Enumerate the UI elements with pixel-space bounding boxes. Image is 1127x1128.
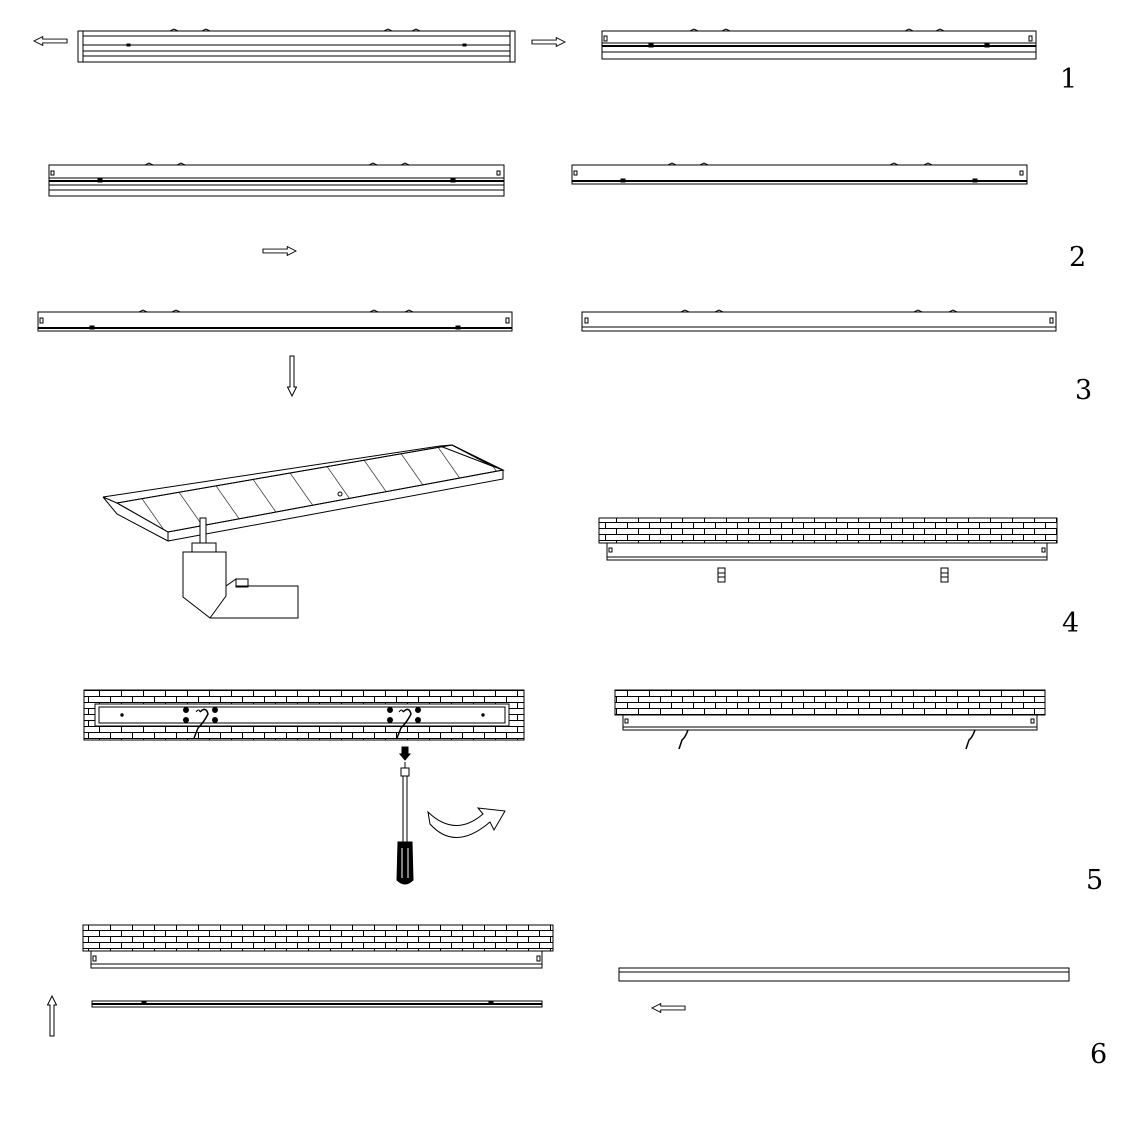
step2-left-fixture (48, 162, 505, 256)
arrow-left-icon (33, 36, 68, 46)
arrow-down-icon (287, 355, 297, 397)
step-label-2: 2 (1069, 242, 1087, 273)
screw-icon (183, 707, 421, 723)
step-label-5: 5 (1086, 865, 1104, 896)
arrow-right-icon (531, 37, 566, 47)
anchor-icon (717, 567, 726, 583)
drill-icon (182, 517, 299, 619)
cable-icon (193, 708, 412, 739)
screwdriver-icon (396, 746, 414, 885)
arrow-up-icon (47, 995, 57, 1037)
arrow-left-icon (651, 1003, 686, 1013)
step4-wall (598, 517, 1058, 583)
step-label-3: 3 (1075, 375, 1093, 406)
ceiling-beam (102, 444, 505, 542)
step3-right-fixture (581, 309, 1057, 332)
step1-right-fixture (601, 28, 1037, 60)
step-label-4: 4 (1062, 608, 1080, 639)
arrow-right-icon (262, 246, 297, 256)
step6-right-fixture (618, 967, 1070, 1013)
cable-icon (678, 729, 976, 750)
step-label-6: 6 (1090, 1039, 1108, 1070)
step5-left-wall (83, 689, 525, 741)
step3-left-fixture (37, 309, 513, 397)
anchor-icon (940, 567, 949, 583)
rotate-arrow-icon (427, 807, 506, 838)
step5-right-wall (614, 689, 1046, 750)
step2-right-fixture (571, 162, 1028, 185)
step1-left-fixture (33, 28, 566, 63)
step6-left-wall (47, 924, 554, 1037)
step-label-1: 1 (1060, 64, 1078, 95)
